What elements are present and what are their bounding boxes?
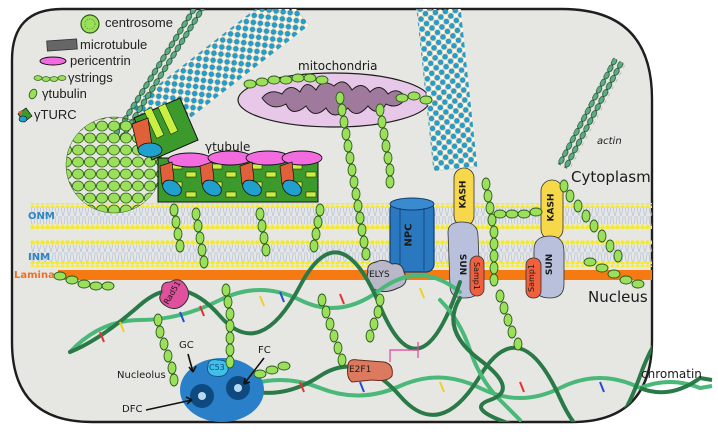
- chromatin-label: chromatin: [641, 367, 702, 381]
- nuclear-lamina: [58, 270, 652, 280]
- samp1-left-label: Samp1: [471, 262, 481, 290]
- centrosome-icon: [80, 14, 100, 34]
- gamma-tubule-label: γtubule: [205, 140, 251, 154]
- inhibition-arrow: [389, 342, 419, 362]
- elys-label: ELYS: [369, 270, 390, 280]
- e2f1-label: E2F1: [349, 365, 372, 375]
- samp1-right-label: Samp1: [526, 264, 536, 292]
- c53-protein: [207, 359, 229, 377]
- dfc-label: DFC: [122, 404, 143, 415]
- microtubule-right: [415, 9, 478, 172]
- kash-right-label: KASH: [546, 193, 557, 222]
- gamma-tubulin-icon: [28, 88, 38, 100]
- sun-right-label: SUN: [545, 253, 556, 276]
- gamma-strings-icon: [33, 75, 67, 82]
- legend-icons: [17, 14, 100, 123]
- mitochondria-label: mitochondria: [298, 59, 378, 73]
- nucleolus-body: [180, 358, 264, 422]
- gc-label: GC: [179, 340, 194, 351]
- cytoplasm-label: Cytoplasm: [571, 168, 651, 186]
- elys-protein: [366, 259, 407, 293]
- actin-filament-left: [111, 9, 209, 142]
- rad51-protein: [159, 279, 190, 310]
- gamma-turc-complex: [131, 97, 199, 161]
- inm-label: INM: [28, 252, 51, 263]
- lamina-label: Lamina: [14, 270, 55, 281]
- microtubule-icon: [46, 38, 78, 52]
- actin-label: actin: [597, 136, 622, 147]
- c53-label: C53: [209, 363, 225, 372]
- legend-label-microtubule: microtubule: [80, 37, 148, 52]
- fc-label: FC: [258, 345, 271, 356]
- nuclear-pore-complex: [389, 197, 435, 273]
- legend-label-gamma-turc: γTURC: [34, 107, 77, 122]
- linc-complex-left: [447, 167, 485, 299]
- legend-label-gamma-tubulin: γtubulin: [42, 86, 87, 101]
- gamma-string-network: [53, 73, 645, 387]
- gamma-tubule-structure: [157, 150, 323, 203]
- onm-label: ONM: [28, 211, 55, 222]
- legend-label-pericentrin: pericentrin: [70, 53, 131, 68]
- nucleolus-pointer-arrows: [145, 353, 265, 411]
- npc-label: NPC: [403, 223, 415, 247]
- pericentrin-icon: [39, 56, 67, 66]
- sun-left-label: SUN: [457, 253, 468, 276]
- actin-filament-right: [556, 57, 626, 171]
- gamma-strings: [1, 1, 12, 8]
- e2f1-protein: [347, 359, 393, 383]
- dna-basepairs: [99, 287, 605, 393]
- gamma-turc-icon: [17, 107, 33, 123]
- linc-complex-right: [525, 179, 565, 299]
- legend-label-centrosome: centrosome: [105, 15, 173, 30]
- nucleolus-label: Nucleolus: [117, 370, 166, 381]
- kash-left-label: KASH: [458, 180, 469, 209]
- nucleus-label: Nucleus: [588, 288, 648, 306]
- legend-label-gamma-strings: γstrings: [68, 70, 113, 85]
- chromatin-outer: [639, 375, 713, 395]
